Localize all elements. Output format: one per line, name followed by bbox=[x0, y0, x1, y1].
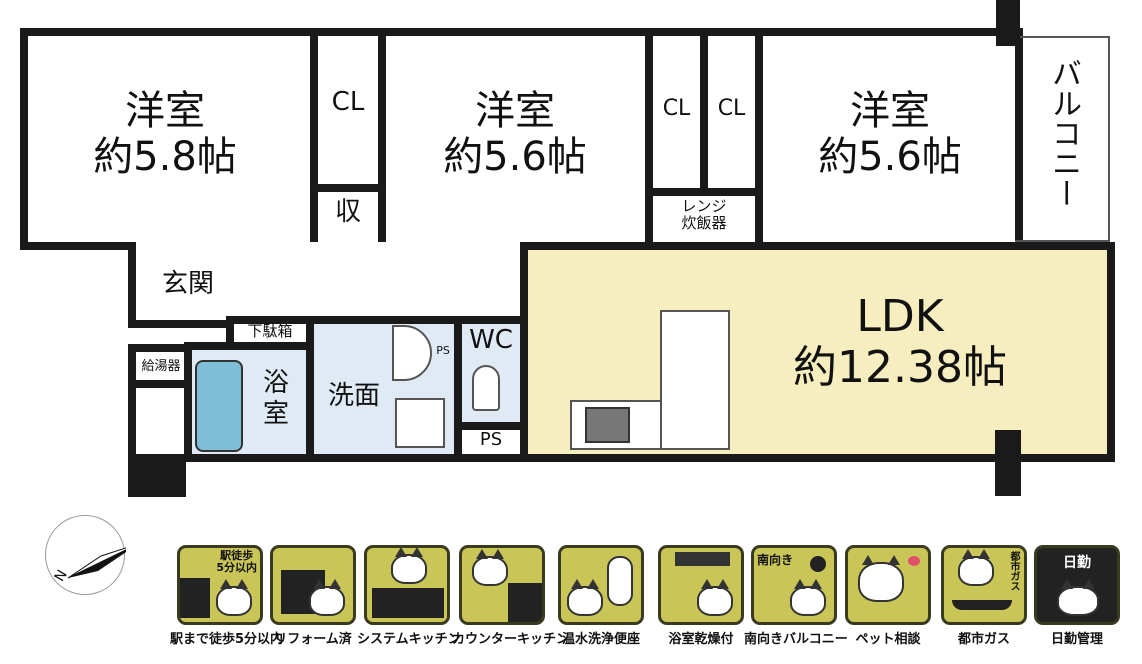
bathroom-label: 浴室 bbox=[262, 368, 289, 430]
ps-room-2 bbox=[454, 422, 528, 462]
south-balcony-icon: 南向き bbox=[751, 545, 837, 625]
lower-left-closet bbox=[128, 380, 192, 462]
feature-label: 浴室乾燥付 bbox=[668, 632, 734, 647]
bathtub bbox=[195, 360, 243, 452]
closet-3-label: CL bbox=[717, 96, 746, 121]
western-room-3-label: 洋室約5.6帖 bbox=[818, 88, 962, 180]
pet-icon bbox=[845, 545, 931, 625]
kitchen-island bbox=[660, 310, 730, 450]
system-kitchen-icon bbox=[364, 545, 450, 625]
pillar-top-right bbox=[996, 0, 1020, 46]
feature-label: 日勤管理 bbox=[1050, 632, 1103, 647]
western-room-3 bbox=[755, 28, 1023, 250]
western-room-1 bbox=[20, 28, 318, 250]
washroom bbox=[306, 316, 462, 462]
feature-label: カウンターキッチン bbox=[452, 632, 570, 647]
balcony-label: バルコニー bbox=[1046, 58, 1081, 208]
stove bbox=[585, 407, 630, 443]
storage-label: 収 bbox=[334, 197, 361, 227]
wc-label: WC bbox=[469, 325, 513, 355]
station-walk-icon: 駅徒歩 5分以内 bbox=[177, 545, 263, 625]
city-gas-icon: 都市ガス bbox=[941, 545, 1027, 625]
balcony bbox=[1015, 36, 1110, 242]
feature-label: 駅まで徒歩5分以内 bbox=[170, 632, 284, 647]
toilet bbox=[472, 365, 500, 411]
compass-needle-icon bbox=[67, 543, 139, 579]
feature-label: 都市ガス bbox=[957, 632, 1010, 647]
western-room-1-label: 洋室約5.8帖 bbox=[93, 88, 237, 180]
ps-2-label: PS bbox=[479, 429, 503, 450]
water-heater-label: 給湯器 bbox=[141, 359, 181, 374]
closet-2-label: CL bbox=[662, 96, 691, 121]
ps-1-label: PS bbox=[436, 344, 450, 357]
range-label: レンジ 炊飯器 bbox=[681, 197, 727, 233]
pillar-bottom-left bbox=[128, 455, 186, 497]
western-room-2-label: 洋室約5.6帖 bbox=[443, 88, 587, 180]
feature-label: 南向きバルコニー bbox=[744, 632, 848, 647]
feature-label: ペット相談 bbox=[855, 632, 921, 647]
reform-icon bbox=[270, 545, 356, 625]
washer-pan bbox=[395, 398, 445, 448]
bathroom-dryer-icon bbox=[658, 545, 744, 625]
compass: N bbox=[45, 515, 139, 595]
washroom-label: 洗面 bbox=[327, 381, 380, 411]
pillar-bottom-right bbox=[995, 430, 1021, 496]
counter-kitchen-icon bbox=[459, 545, 545, 625]
entrance-label: 玄関 bbox=[161, 269, 214, 299]
feature-label: 温水洗浄便座 bbox=[561, 632, 640, 647]
closet-1-label: CL bbox=[331, 87, 365, 117]
washlet-icon bbox=[558, 545, 644, 625]
feature-label: リフォーム済 bbox=[274, 632, 352, 647]
shoe-box-label: 下駄箱 bbox=[247, 322, 293, 340]
feature-label: システムキッチン bbox=[357, 632, 461, 647]
day-management-icon: 日勤 bbox=[1034, 545, 1120, 625]
